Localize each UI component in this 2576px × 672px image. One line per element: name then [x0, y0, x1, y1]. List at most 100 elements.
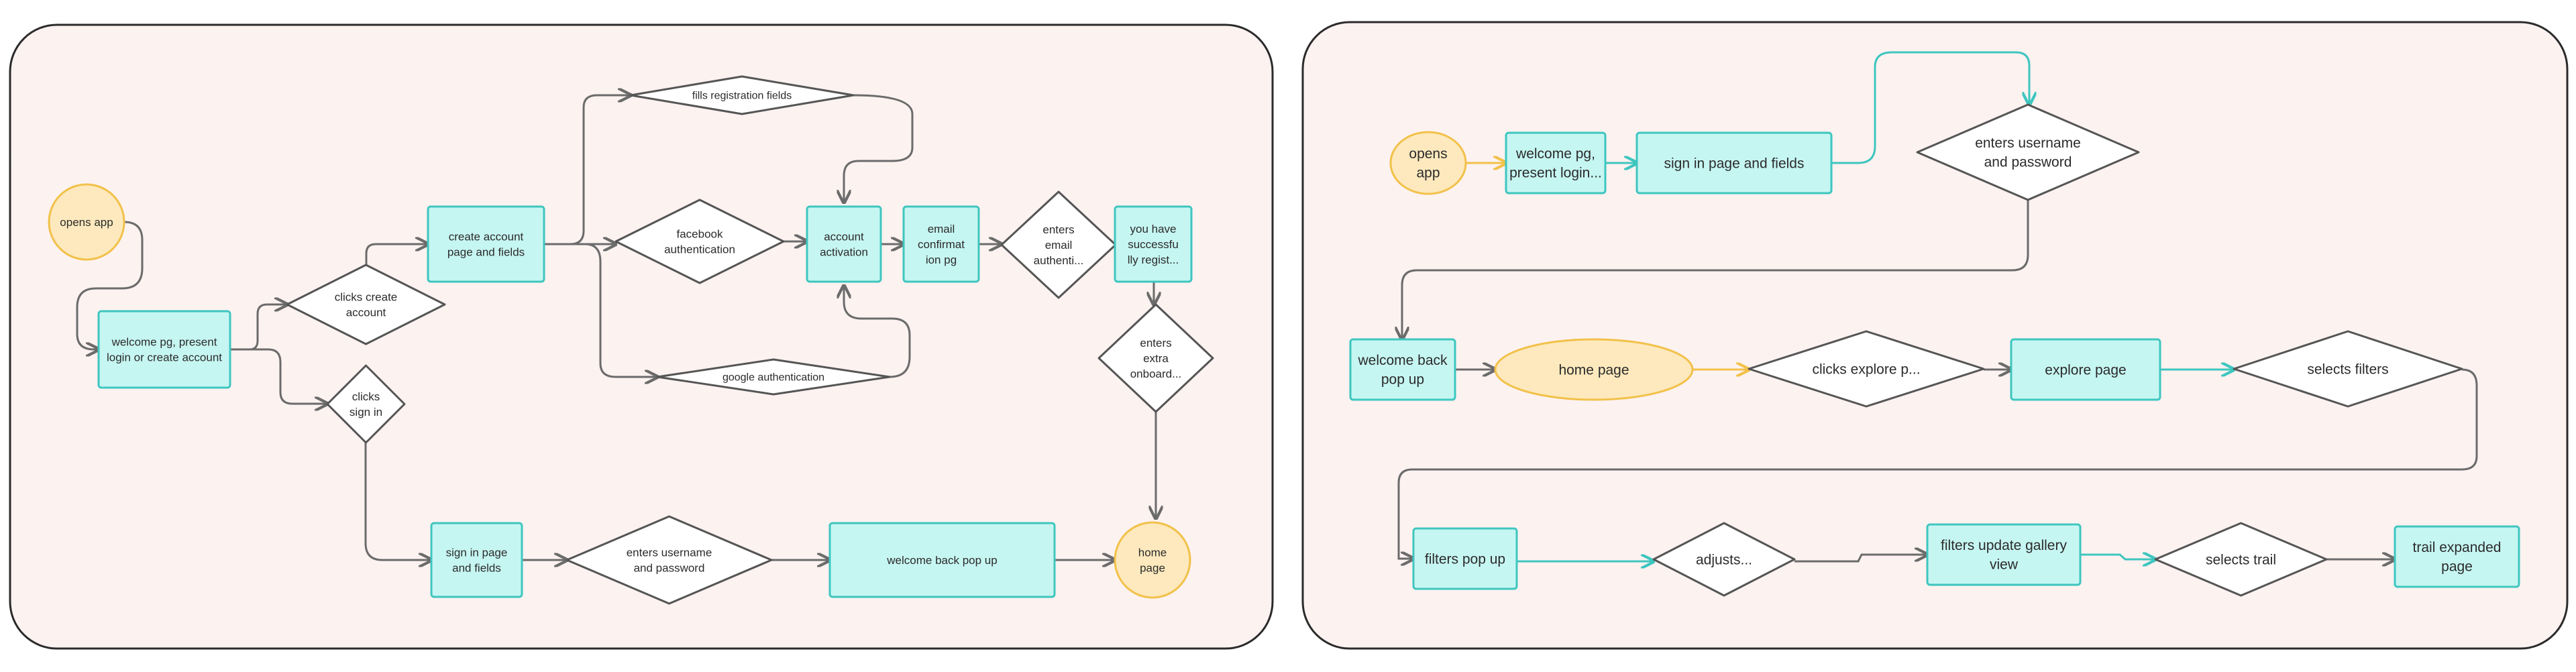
node-label: trail expanded: [2413, 540, 2502, 555]
terminal-shape: [1389, 131, 1467, 195]
flow-node-n2-adjusts[interactable]: adjusts...: [1652, 522, 1796, 597]
node-label: enters: [1140, 337, 1171, 349]
flow-node-n1-welcome-back[interactable]: welcome back pop up: [828, 522, 1056, 598]
node-label: pop up: [1381, 372, 1424, 388]
flow-node-n1-home[interactable]: home page: [1114, 521, 1191, 599]
node-label: welcome back pop up: [886, 554, 997, 567]
flow-node-n2-selects-trail[interactable]: selects trail: [2154, 522, 2328, 597]
node-label: enters: [1042, 223, 1074, 236]
flow-node-n1-facebook[interactable]: facebook authentication: [614, 199, 785, 284]
connector-arrow: [364, 443, 431, 560]
node-label: welcome pg, present: [111, 335, 217, 348]
node-label: and password: [634, 561, 705, 574]
terminal-shape: [1114, 521, 1191, 599]
flow-node-n2-enters-username[interactable]: enters username and password: [1916, 103, 2140, 201]
node-label: page: [1140, 561, 1165, 574]
terminal-shape: [48, 183, 125, 261]
node-label: extra: [1143, 352, 1169, 365]
node-label: account: [824, 230, 864, 243]
flow-node-n1-enters-username[interactable]: enters username and password: [566, 515, 773, 605]
flow-node-n1-create-account[interactable]: create account page and fields: [427, 205, 545, 283]
connector-arrow: [230, 348, 327, 404]
flow-node-n2-explore-page[interactable]: explore page: [2010, 338, 2161, 401]
flow-node-n1-extra-onboard[interactable]: enters extra onboard...: [1097, 303, 1214, 413]
decision-shape: [629, 75, 855, 115]
decision-shape: [566, 515, 773, 605]
node-label: filters pop up: [1425, 551, 1505, 567]
node-label: page and fields: [447, 245, 525, 258]
node-label: enters username: [1975, 135, 2081, 151]
node-label: enters username: [627, 546, 712, 559]
flow-node-n1-account-activation[interactable]: account activation: [806, 205, 882, 283]
decision-shape: [2154, 522, 2328, 597]
connector-arrow: [544, 243, 657, 377]
node-label: and password: [1984, 155, 2072, 170]
node-label: adjusts...: [1696, 552, 1752, 567]
decision-shape: [1000, 190, 1117, 299]
decision-shape: [1916, 103, 2140, 201]
flow-connectors: [76, 51, 2478, 561]
flow-node-n1-fills-registration[interactable]: fills registration fields: [629, 75, 855, 115]
node-label: explore page: [2045, 362, 2126, 378]
process-shape: [1926, 523, 2082, 586]
node-label: page: [2441, 559, 2473, 575]
node-label: onboard...: [1130, 368, 1182, 380]
connector-arrow: [365, 244, 428, 265]
process-shape: [1349, 338, 1456, 401]
connector-arrow: [1402, 200, 2029, 339]
flow-node-n2-welcome[interactable]: welcome pg,present login...: [1505, 131, 1607, 194]
flow-node-n2-home[interactable]: home page: [1494, 338, 1694, 401]
decision-shape: [614, 199, 785, 284]
node-label: sign in: [350, 406, 382, 418]
process-shape: [2010, 338, 2161, 401]
node-label: google authentication: [722, 372, 824, 384]
flow-node-n2-clicks-explore[interactable]: clicks explore p...: [1748, 330, 1985, 408]
flow-node-n1-enters-email[interactable]: enters email authenti...: [1000, 190, 1117, 299]
decision-shape: [1748, 330, 1985, 408]
process-shape: [828, 522, 1056, 598]
node-label: facebook: [677, 227, 723, 240]
flow-node-n2-trail-expanded[interactable]: trail expanded page: [2394, 525, 2520, 588]
flow-node-n2-signin-page[interactable]: sign in page and fields: [1635, 131, 1833, 194]
node-label: sign in page: [446, 546, 508, 559]
node-label: you have: [1130, 223, 1177, 235]
flow-panel-right: [1301, 21, 2569, 650]
flow-node-n1-welcome[interactable]: welcome pg, present login or create accou…: [97, 310, 231, 389]
flow-panel-left: [9, 23, 1274, 650]
node-label: authentication: [664, 243, 735, 256]
decision-shape: [2233, 330, 2463, 408]
node-label: home: [1138, 546, 1167, 559]
flow-node-n2-selects-filters[interactable]: selects filters: [2233, 330, 2463, 408]
node-label: login or create account: [107, 351, 222, 363]
node-label: selects filters: [2307, 361, 2388, 377]
flow-node-n1-opens-app[interactable]: opens app: [48, 183, 125, 261]
node-label: selects trail: [2206, 552, 2276, 567]
decision-shape: [286, 264, 446, 345]
flow-node-n2-filters-popup[interactable]: filters pop up: [1412, 527, 1518, 590]
process-shape: [902, 205, 980, 283]
node-label: authenti...: [1034, 254, 1084, 267]
node-label: email: [1045, 239, 1073, 251]
node-label: welcome pg,: [1515, 146, 1595, 162]
decision-shape: [1097, 303, 1214, 413]
decision-shape: [656, 358, 891, 396]
process-shape: [1505, 131, 1607, 194]
flow-node-n1-google[interactable]: google authentication: [656, 358, 891, 396]
flow-nodes: opens app welcome pg, present login or cre…: [48, 75, 2520, 605]
node-label: opens: [1409, 146, 1447, 162]
process-shape: [97, 310, 231, 389]
node-label: activation: [820, 245, 868, 258]
decision-shape: [326, 364, 406, 444]
node-label: create account: [449, 230, 524, 243]
connector-arrow: [844, 286, 911, 378]
connector-arrow: [2080, 555, 2155, 559]
